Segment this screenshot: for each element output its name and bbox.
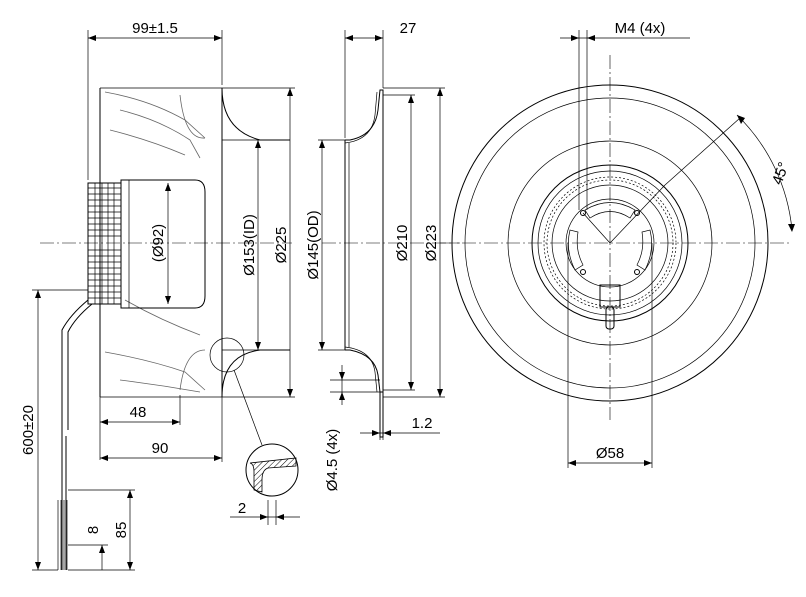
blades-side bbox=[104, 91, 206, 393]
inlet-ring bbox=[507, 140, 713, 346]
hub-inner bbox=[565, 198, 655, 288]
front-dimensions: M4 (4x) 45° Ø58 bbox=[560, 20, 795, 468]
motor-stator bbox=[120, 179, 206, 309]
detail-view bbox=[245, 443, 299, 497]
dim-m4: M4 (4x) bbox=[615, 20, 666, 37]
dim-48: 48 bbox=[130, 404, 147, 421]
middle-dimensions: 27 Ø145(OD) Ø210 Ø223 Ø4.5 (4x) bbox=[305, 20, 445, 491]
hub-outer bbox=[531, 164, 689, 322]
hub-fins bbox=[543, 176, 677, 310]
dim-45: 45° bbox=[769, 160, 793, 187]
dim-225: Ø225 bbox=[273, 227, 290, 264]
dim-4-5: Ø4.5 (4x) bbox=[324, 429, 341, 492]
angle-arc bbox=[736, 114, 793, 231]
motor-fins bbox=[88, 183, 121, 304]
dim-85: 85 bbox=[113, 522, 130, 539]
dim-600: 600±20 bbox=[20, 405, 37, 455]
screw-hole-1 bbox=[580, 210, 586, 216]
outer-ring bbox=[451, 84, 769, 402]
dim-8: 8 bbox=[85, 526, 102, 534]
dim-2: 2 bbox=[238, 500, 246, 517]
dim-153: Ø153(ID) bbox=[241, 214, 258, 276]
hub-slot-top bbox=[584, 202, 636, 219]
detail-marker bbox=[209, 337, 245, 373]
mounting-flange bbox=[379, 391, 384, 438]
side-view-fan bbox=[40, 87, 292, 570]
dim-145: Ø145(OD) bbox=[305, 210, 322, 279]
hub-slot-right bbox=[636, 229, 652, 271]
screw-hole-4 bbox=[634, 269, 640, 275]
dim-99: 99±1.5 bbox=[132, 20, 178, 37]
cable bbox=[61, 299, 89, 570]
dim-58: Ø58 bbox=[596, 445, 624, 462]
dim-90: 90 bbox=[152, 440, 169, 457]
dim-27: 27 bbox=[400, 20, 417, 37]
front-view-fan bbox=[440, 55, 792, 420]
dim-92: (Ø92) bbox=[150, 224, 167, 262]
side-dimensions: 99±1.5 48 90 600±20 8 85 bbox=[20, 20, 300, 571]
screw-hole-3 bbox=[580, 269, 586, 275]
dim-210: Ø210 bbox=[394, 225, 411, 262]
inlet-cone-top bbox=[221, 87, 290, 141]
dim-223: Ø223 bbox=[423, 225, 440, 262]
hub-slot-left bbox=[568, 229, 584, 271]
cable-wires bbox=[57, 500, 68, 570]
section-view-inlet bbox=[322, 89, 460, 438]
inlet-cone-bottom bbox=[221, 349, 290, 398]
inlet-ring-outer bbox=[345, 89, 384, 392]
dim-1-2: 1.2 bbox=[412, 415, 433, 432]
screw-hole-2 bbox=[634, 210, 640, 216]
